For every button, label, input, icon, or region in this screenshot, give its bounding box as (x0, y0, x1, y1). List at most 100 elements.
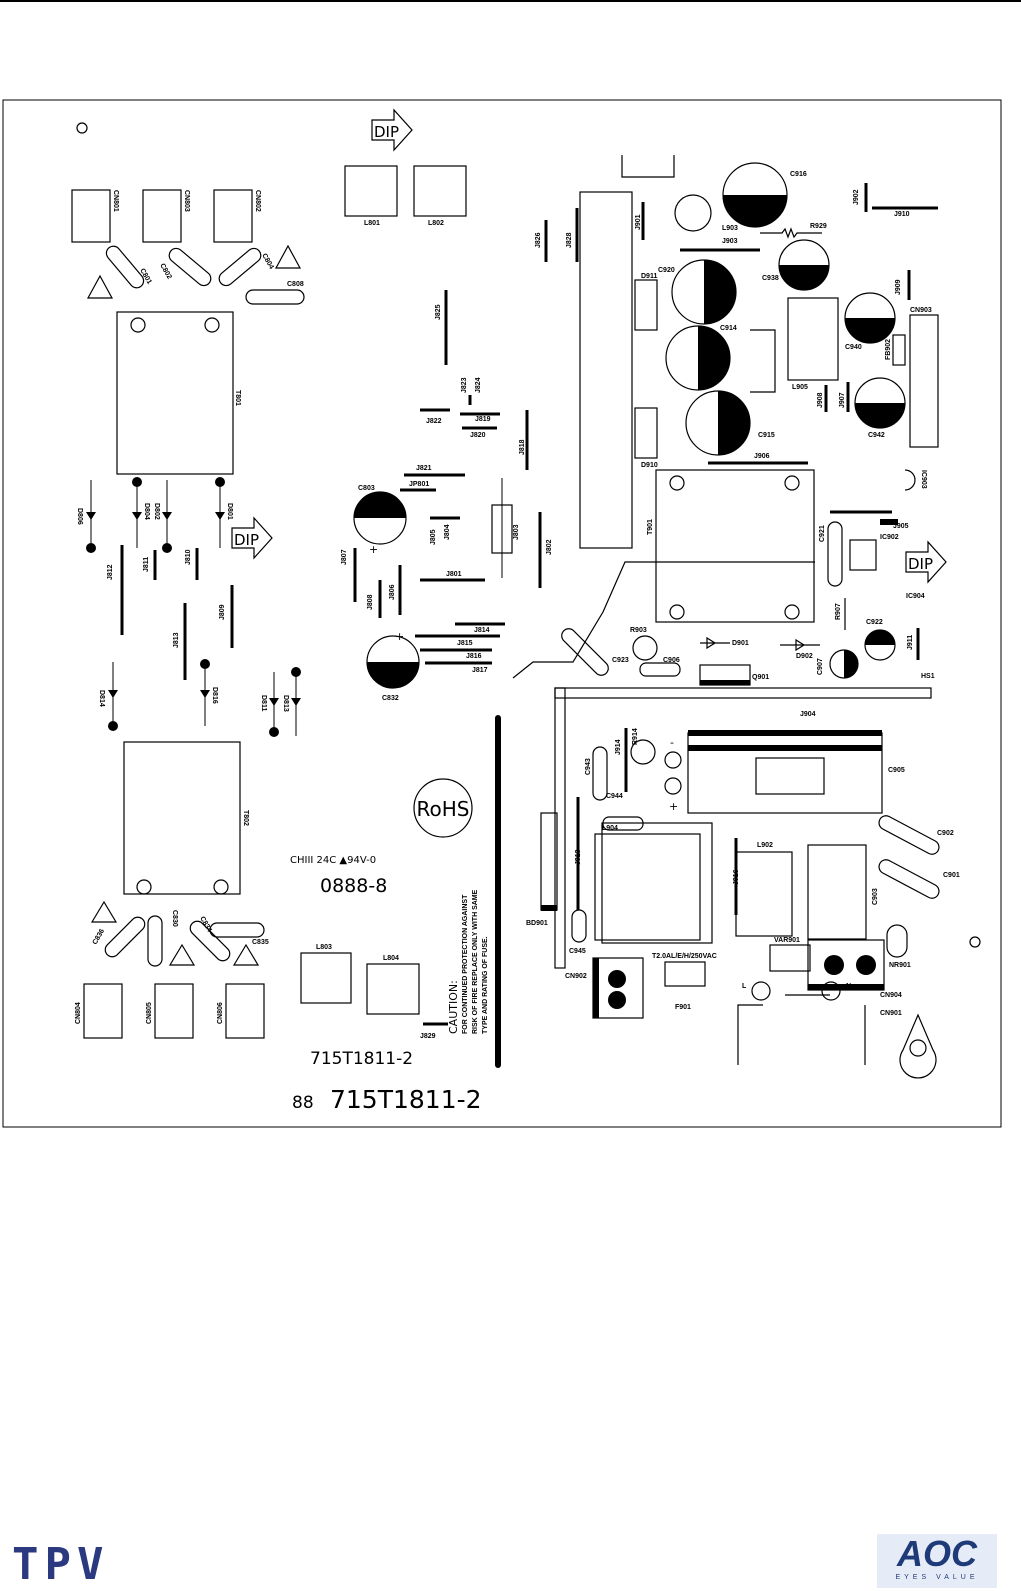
component-label: J810 (185, 549, 192, 565)
component-label: J904 (800, 711, 816, 718)
component-label: J808 (367, 594, 374, 610)
connector-cn802 (213, 189, 253, 243)
component-label: C834 (198, 916, 212, 934)
silkscreen-mark (698, 326, 730, 390)
inductor-l905 (787, 297, 839, 381)
inductor-l801 (344, 165, 398, 217)
fuse-f901 (664, 961, 706, 987)
component-label: RoHS (417, 797, 470, 821)
component-label: C832 (382, 695, 399, 702)
silkscreen-mark (669, 475, 685, 491)
component-label: CN903 (910, 307, 932, 314)
board-part-number: 715T1811-2 (310, 1049, 413, 1069)
component-label: NR901 (889, 962, 911, 969)
hazard-icon (168, 943, 196, 966)
pad (204, 317, 220, 333)
component-label: J910 (894, 211, 910, 218)
component-label: C915 (758, 432, 775, 439)
component-label: R903 (630, 627, 647, 634)
component-label: T2.0AL/E/H/250VAC (652, 953, 717, 960)
capacitor-c942 (854, 377, 906, 429)
component-label: DIP (908, 555, 933, 573)
connector-cn901 (737, 994, 866, 1065)
component-label: D801 (226, 503, 233, 520)
component-label: + (669, 800, 678, 813)
component-label: RISK OF FIRE REPLACE ONLY WITH SAME (472, 889, 479, 1034)
component-label: J811 (143, 557, 150, 572)
ic902 (849, 539, 877, 571)
component-label: D901 (732, 640, 749, 647)
component-label: J829 (420, 1033, 436, 1040)
aoc-tagline: EYES VALUE (895, 1574, 979, 1581)
silkscreen-mark (371, 108, 413, 152)
component-label: J805 (430, 529, 437, 545)
connector-cn803 (142, 189, 182, 243)
component-label: L903 (722, 225, 738, 232)
component-label: D811 (260, 695, 267, 711)
component-label: J804 (444, 524, 451, 540)
transformer-t901 (655, 469, 815, 623)
component-label: J823 (461, 377, 468, 393)
component-label: TYPE AND RATING OF FUSE. (482, 936, 489, 1034)
component-label: C801 (138, 268, 152, 286)
component-label: J906 (754, 453, 770, 460)
component-label: J902 (853, 189, 860, 205)
component-label: J907 (839, 392, 846, 408)
component-label: C944 (606, 793, 623, 800)
diode-d902 (780, 638, 820, 652)
component-label: C906 (663, 657, 680, 664)
component-label: R914 (632, 728, 639, 745)
capacitor-c916 (722, 162, 788, 228)
transformer-t801 (116, 311, 234, 475)
silkscreen-mark (215, 477, 225, 487)
component-label: + (369, 543, 378, 556)
component-label: D802 (153, 503, 160, 520)
component-label: J828 (566, 232, 573, 248)
component-label: J818 (519, 439, 526, 455)
tpv-logo: TPV (12, 1539, 110, 1590)
component-label: DIP (374, 123, 399, 141)
silkscreen-mark (784, 604, 800, 620)
component-label: J817 (472, 667, 488, 674)
component-label: L904 (602, 825, 618, 832)
silkscreen-mark (354, 492, 406, 518)
silkscreen-mark (718, 391, 750, 455)
hazard-icon (86, 274, 114, 299)
component-label: CN805 (146, 1002, 153, 1024)
component-label: Q901 (752, 674, 769, 681)
silkscreen-mark (162, 543, 172, 553)
silkscreen-mark (821, 981, 841, 1001)
connector-cn805 (154, 983, 194, 1039)
component-label: L803 (316, 944, 332, 951)
silkscreen-mark (108, 690, 301, 706)
silkscreen-mark (108, 721, 118, 731)
varistor-var901 (769, 944, 811, 972)
silkscreen-mark (669, 604, 685, 620)
component-label: J816 (466, 653, 482, 660)
component-label: C940 (845, 344, 862, 351)
ferrite-fb902 (892, 334, 906, 366)
silkscreen-mark (704, 260, 736, 324)
component-label: D911 (641, 273, 657, 280)
capacitor-c834 (189, 920, 231, 962)
component-label: FB902 (885, 339, 892, 360)
component-label: J809 (219, 604, 226, 620)
silkscreen-mark (688, 745, 882, 751)
silkscreen-mark (593, 958, 599, 1018)
bracket (750, 329, 776, 393)
component-label: CN801 (112, 190, 119, 212)
mounting-hole (76, 122, 88, 134)
capacitor-c902 (878, 815, 940, 855)
capacitor-c901 (878, 859, 940, 899)
component-label: C808 (287, 281, 304, 288)
capacitor-c832: + (366, 630, 420, 689)
capacitor-c803: + (353, 491, 407, 556)
component-label: - (670, 736, 674, 749)
component-label: CN804 (75, 1002, 82, 1024)
silkscreen-mark (751, 981, 771, 1001)
certification-marks: CHIII 24C ▲94V-0 (290, 855, 376, 866)
component-label: T901 (647, 519, 654, 535)
ic903 (904, 469, 916, 491)
component-label: D816 (211, 687, 218, 704)
